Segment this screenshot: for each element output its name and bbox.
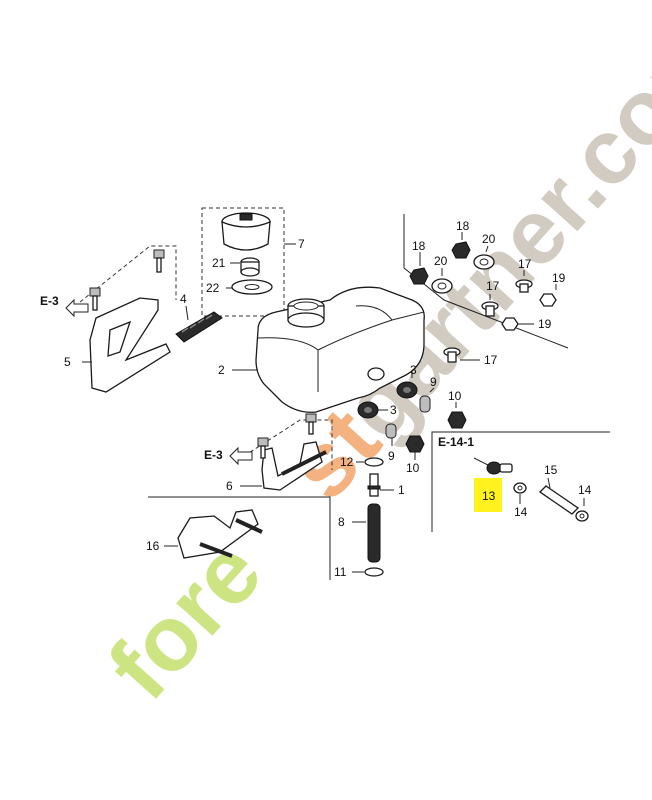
part-2-fuel-tank: 2 [218, 286, 425, 413]
label-17b: 17 [486, 279, 500, 293]
label-6: 6 [226, 479, 233, 493]
label-20b: 20 [482, 232, 496, 246]
label-17c: 17 [484, 353, 498, 367]
label-8: 8 [338, 515, 345, 529]
part-13-fuel-joint: 13 [473, 457, 513, 512]
ref-e14-1: E-14-1 [438, 435, 474, 449]
label-19a: 19 [552, 271, 566, 285]
part-9-collar: 9 [385, 423, 397, 463]
part-8-fuel-tube: 8 [338, 503, 381, 563]
label-21: 21 [212, 256, 226, 270]
label-10b: 10 [406, 461, 420, 475]
bolt [153, 249, 165, 273]
label-4: 4 [180, 292, 187, 306]
label-14b: 14 [578, 483, 592, 497]
bolt [257, 437, 269, 459]
label-5: 5 [64, 355, 71, 369]
label-3b: 3 [390, 403, 397, 417]
part-10-nut: 10 [447, 389, 467, 429]
part-20-washer: 20 [473, 232, 496, 270]
part-19-nut: 19 [539, 271, 566, 307]
label-10a: 10 [448, 389, 462, 403]
label-9b: 9 [388, 449, 395, 463]
part-5-bracket: 5 [64, 297, 171, 393]
label-18a: 18 [412, 239, 426, 253]
label-7: 7 [298, 237, 305, 251]
part-18-nut: 18 [451, 219, 471, 259]
label-1: 1 [398, 483, 405, 497]
arrow-left-icon [229, 446, 253, 466]
part-4-rubber-pad: 4 [175, 292, 223, 343]
ref-e14-1-label: E-14-1 [438, 435, 474, 449]
part-19-nut: 19 [501, 317, 552, 331]
part-11-clip: 11 [334, 565, 384, 579]
bolt [305, 413, 317, 435]
label-19b: 19 [538, 317, 552, 331]
label-22: 22 [206, 281, 220, 295]
part-14-clip: 14 [575, 483, 592, 522]
part-21-filter: 21 [212, 256, 260, 277]
label-15: 15 [544, 463, 558, 477]
part-17-collar-bolt: 17 [515, 257, 533, 293]
part-17-collar-bolt: 17 [481, 279, 500, 317]
part-16-bracket: 16 [146, 509, 263, 559]
label-16: 16 [146, 539, 160, 553]
part-22-gasket: 22 [206, 279, 273, 295]
ref-e3-bottom-label: E-3 [204, 448, 223, 462]
label-11: 11 [334, 565, 347, 579]
part-1-fuel-pickup: 1 [367, 473, 405, 497]
stud-bolt [281, 450, 327, 476]
label-12: 12 [340, 455, 354, 469]
arrow-left-icon [65, 298, 89, 318]
part-18-nut: 18 [409, 239, 429, 285]
label-18b: 18 [456, 219, 470, 233]
part-20-washer: 20 [431, 254, 453, 294]
part-12-clip: 12 [340, 455, 384, 469]
part-3-grommet: 3 [357, 401, 397, 419]
label-17a: 17 [518, 257, 532, 271]
part-17-collar-bolt: 17 [443, 347, 498, 367]
part-15-fuel-tube: 15 [538, 463, 580, 515]
bolt [89, 287, 101, 311]
label-3a: 3 [410, 363, 417, 377]
label-13: 13 [482, 489, 496, 503]
label-14a: 14 [514, 505, 528, 519]
label-20a: 20 [434, 254, 448, 268]
label-2: 2 [218, 363, 225, 377]
part-6-bracket: 6 [226, 441, 323, 493]
ref-e3-top-label: E-3 [40, 294, 59, 308]
part-14-clip: 14 [513, 482, 528, 519]
part-10-nut: 10 [405, 435, 425, 475]
highlight-13 [474, 478, 502, 512]
part-9-collar: 9 [419, 375, 437, 413]
label-9a: 9 [430, 375, 437, 389]
part-3-grommet: 3 [396, 363, 418, 399]
part-7-fuel-cap: 7 [221, 212, 305, 251]
ref-e3-bottom: E-3 [204, 446, 253, 466]
ref-e3-top: E-3 [40, 294, 89, 318]
